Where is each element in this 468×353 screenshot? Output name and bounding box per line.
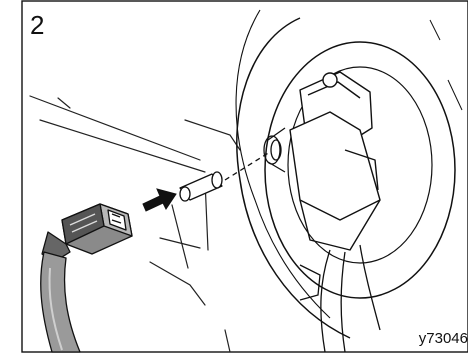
socket-wires	[300, 245, 380, 352]
right-arrow-icon	[143, 189, 176, 211]
bulb-socket	[290, 72, 380, 250]
bulb	[180, 172, 222, 201]
guide-dashed-line	[225, 152, 270, 180]
frame-border	[22, 1, 468, 352]
figure-code: y73046	[419, 330, 468, 347]
step-number: 2	[30, 12, 44, 38]
bulb-holder-ring	[264, 128, 285, 172]
connector-plug	[62, 204, 132, 254]
connector-cable	[41, 232, 80, 352]
